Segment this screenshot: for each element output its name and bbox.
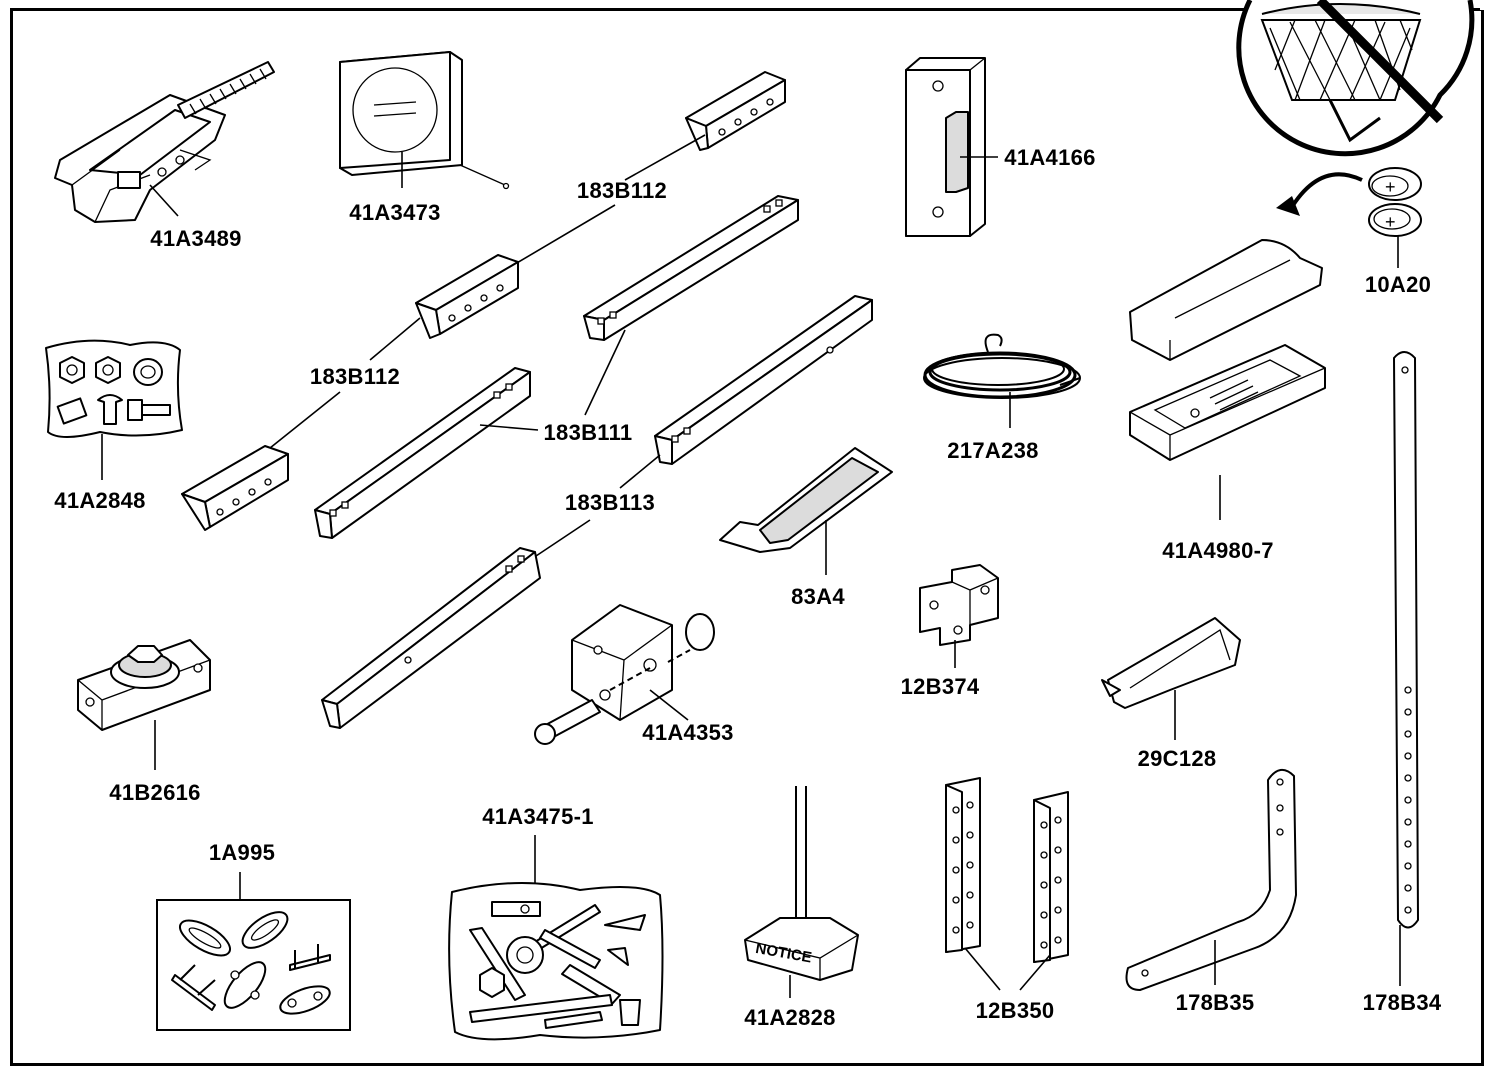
part-label-217a238: 217A238 xyxy=(947,438,1038,463)
sprocket-cover-icon xyxy=(339,51,510,190)
staple-bracket-icon xyxy=(919,564,999,646)
handle-icon xyxy=(1101,617,1241,709)
part-label-41a3475-1: 41A3475-1 xyxy=(482,804,594,829)
part-label-41a2828: 41A2828 xyxy=(744,1005,835,1030)
part-label-10a20: 10A20 xyxy=(1365,272,1431,297)
curved-arm-icon xyxy=(1125,769,1297,991)
rail-splice-icon xyxy=(181,445,289,531)
rail-splice-icon xyxy=(415,254,519,339)
part-label-83a4: 83A4 xyxy=(791,584,845,609)
no-basket-warning-icon xyxy=(1236,0,1496,157)
part-label-183b111: 183B111 xyxy=(544,420,633,445)
battery-icon: + + xyxy=(1368,167,1422,237)
rail-section-icon xyxy=(583,195,799,341)
part-label-41a3473: 41A3473 xyxy=(349,200,440,225)
part-label-12b374: 12B374 xyxy=(901,674,980,699)
remote-control-icon xyxy=(1129,239,1326,461)
grease-packet-icon xyxy=(719,447,893,553)
part-label-41a4980-7: 41A4980-7 xyxy=(1162,538,1274,563)
angle-bracket-icon xyxy=(945,777,981,953)
door-control-icon xyxy=(905,57,986,237)
straight-arm-icon xyxy=(1393,351,1419,929)
part-label-41a3489: 41A3489 xyxy=(150,226,241,251)
part-label-178b35: 178B35 xyxy=(1176,990,1255,1015)
diagram-border xyxy=(10,8,1484,1066)
svg-text:+: + xyxy=(1385,212,1396,232)
svg-text:+: + xyxy=(1385,177,1396,197)
trolley-icon xyxy=(54,61,275,223)
wire-coil-icon xyxy=(923,333,1081,399)
part-label-183b112-mid: 183B112 xyxy=(310,364,400,389)
rail-splice-icon xyxy=(685,71,786,151)
part-label-41a4353: 41A4353 xyxy=(642,720,733,745)
part-label-1a995: 1A995 xyxy=(209,840,275,865)
part-label-29c128: 29C128 xyxy=(1138,746,1217,771)
part-label-12b350: 12B350 xyxy=(976,998,1055,1023)
master-link-icon xyxy=(156,899,351,1031)
part-label-41a4166: 41A4166 xyxy=(1004,145,1095,170)
rail-section-icon xyxy=(321,547,541,729)
part-label-178b34: 178B34 xyxy=(1363,990,1442,1015)
part-label-41b2616: 41B2616 xyxy=(109,780,200,805)
hardware-bag-icon xyxy=(45,339,183,438)
rail-section-icon xyxy=(314,367,531,539)
hardware-bag-icon xyxy=(448,882,664,1041)
part-label-183b113: 183B113 xyxy=(565,490,655,515)
part-label-183b112-top: 183B112 xyxy=(577,178,667,203)
rail-section-icon xyxy=(654,295,873,465)
header-bracket-icon xyxy=(534,604,715,745)
part-label-41a2848: 41A2848 xyxy=(54,488,145,513)
notice-tag-icon: NOTICE xyxy=(744,786,859,981)
angle-bracket-icon xyxy=(1033,791,1069,963)
idler-pulley-icon xyxy=(77,639,211,731)
